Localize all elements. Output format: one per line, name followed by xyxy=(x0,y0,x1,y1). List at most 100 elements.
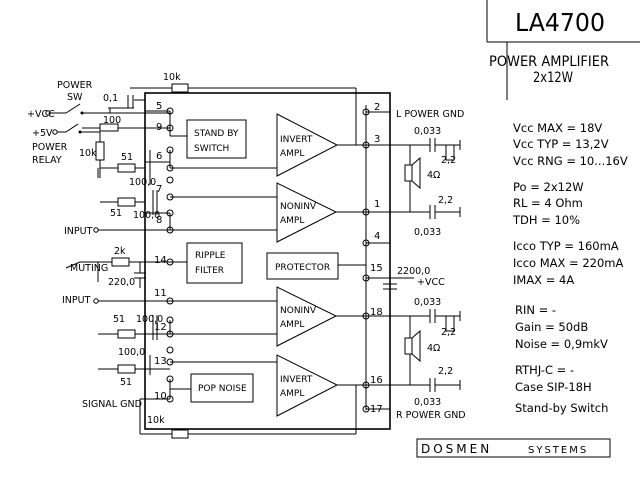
amp2-label-2: AMPL xyxy=(280,216,304,226)
pin-4: 4 xyxy=(374,231,380,242)
amp1-label-1: INVERT xyxy=(280,135,313,145)
label-spk2: 4Ω xyxy=(427,343,440,354)
label-r51-b: 51 xyxy=(110,208,122,219)
label-c033-1: 0,033 xyxy=(414,126,441,137)
pin-12: 12 xyxy=(154,322,167,333)
spec-vcc-max: Vcc MAX = 18V xyxy=(513,121,602,135)
label-vcc-out: +VCC xyxy=(417,277,445,288)
spec-noise: Noise = 0,9mkV xyxy=(515,337,608,351)
label-c033-4: 0,033 xyxy=(414,397,441,408)
label-power-relay-1: POWER xyxy=(32,142,68,153)
protector-label: PROTECTOR xyxy=(275,263,330,273)
label-power-sw-2: SW xyxy=(67,92,83,103)
amplifier-invert-bottom: INVERT AMPL xyxy=(276,354,339,417)
pin-6: 6 xyxy=(156,151,162,162)
pin-1: 1 xyxy=(374,199,380,210)
amp4-label-2: AMPL xyxy=(280,389,304,399)
label-signal-gnd: SIGNAL GND xyxy=(82,399,142,410)
amp3-label-2: AMPL xyxy=(280,320,304,330)
label-r22-3: 2,2 xyxy=(441,327,456,338)
pin-2: 2 xyxy=(374,102,380,113)
spec-vcc-rng: Vcc RNG = 10...16V xyxy=(513,154,628,168)
spec-case: Case SIP-18H xyxy=(515,380,592,394)
pin-5: 5 xyxy=(156,101,162,112)
label-r-10k-relay: 10k xyxy=(79,148,97,159)
protector-block: PROTECTOR xyxy=(266,252,339,280)
amp1-label-2: AMPL xyxy=(280,149,304,159)
title-frame: LA4700 POWER AMPLIFIER 2x12W xyxy=(486,0,640,100)
brand-footer: DOSMEN SYSTEMS xyxy=(416,438,611,458)
amplifier-invert-top: INVERT AMPL xyxy=(276,113,339,177)
pin-10: 10 xyxy=(154,391,167,402)
ripple-label-1: RIPPLE xyxy=(195,251,226,261)
popnoise-label: POP NOISE xyxy=(198,384,247,394)
external-left: 10k POWER SW +VCC 0,1 100 +5V POWER RELA… xyxy=(27,72,357,439)
chip-title: LA4700 xyxy=(515,8,605,37)
spec-po: Po = 2x12W xyxy=(513,180,584,194)
pin-14: 14 xyxy=(154,255,167,266)
label-c100-a: 100,0 xyxy=(129,177,156,188)
chip-subtitle: POWER AMPLIFIER xyxy=(489,54,609,70)
pin-11: 11 xyxy=(154,288,167,299)
label-muting: MUTING xyxy=(70,263,108,274)
label-c033-3: 0,033 xyxy=(414,297,441,308)
chip-config: 2x12W xyxy=(533,70,573,86)
brand-left: DOSMEN xyxy=(421,442,492,456)
pin-8: 8 xyxy=(156,215,162,226)
label-c-0-1: 0,1 xyxy=(103,93,118,104)
label-c100-c: 100,0 xyxy=(136,314,163,325)
label-power-sw-1: POWER xyxy=(57,80,93,91)
label-r51-c: 51 xyxy=(113,314,125,325)
pin-3: 3 xyxy=(374,134,380,145)
spec-tdh: TDH = 10% xyxy=(512,213,580,227)
standby-switch-block: STAND BY SWITCH xyxy=(186,119,247,159)
pin-16: 16 xyxy=(370,375,383,386)
pin-18: 18 xyxy=(370,307,383,318)
label-r22-2: 2,2 xyxy=(438,195,453,206)
spec-rin: RIN = - xyxy=(515,303,556,317)
standby-label-1: STAND BY xyxy=(194,129,239,139)
amplifier-noninv-top: NONINV AMPL xyxy=(276,182,338,243)
amp4-label-1: INVERT xyxy=(280,375,313,385)
spec-rl: RL = 4 Ohm xyxy=(513,196,583,210)
spec-icco-max: Icco MAX = 220mA xyxy=(513,256,623,270)
label-c033-2: 0,033 xyxy=(414,227,441,238)
label-plus5v: +5V xyxy=(32,128,53,139)
label-c2200: 2200,0 xyxy=(397,266,430,277)
label-c220: 220,0 xyxy=(108,277,135,288)
label-input-top: INPUT xyxy=(64,226,93,237)
label-r51-d: 51 xyxy=(120,377,132,388)
label-r22-1: 2,2 xyxy=(441,155,456,166)
pin-7: 7 xyxy=(156,184,162,195)
spec-imax: IMAX = 4A xyxy=(513,273,574,287)
label-r51-a: 51 xyxy=(121,152,133,163)
spec-standby: Stand-by Switch xyxy=(515,401,608,415)
standby-label-2: SWITCH xyxy=(194,144,229,154)
label-r-power-gnd: R POWER GND xyxy=(396,410,466,421)
spec-icco-typ: Icco TYP = 160mA xyxy=(513,239,619,253)
pin-15: 15 xyxy=(370,263,383,274)
label-c100-b: 100,0 xyxy=(133,210,160,221)
amplifier-noninv-bottom: NONINV AMPL xyxy=(276,286,338,347)
spec-gain: Gain = 50dB xyxy=(515,320,588,334)
label-r-2k: 2k xyxy=(114,246,126,257)
amp3-label-1: NONINV xyxy=(280,306,317,316)
pop-noise-block: POP NOISE xyxy=(190,373,254,403)
ripple-filter-block: RIPPLE FILTER xyxy=(186,242,243,284)
label-power-relay-2: RELAY xyxy=(32,155,62,166)
spec-list: Vcc MAX = 18V Vcc TYP = 13,2V Vcc RNG = … xyxy=(512,121,628,415)
spec-vcc-typ: Vcc TYP = 13,2V xyxy=(513,137,609,151)
label-r-top: 10k xyxy=(163,72,181,83)
label-r-bottom: 10k xyxy=(147,415,165,426)
ripple-label-2: FILTER xyxy=(195,266,224,276)
label-vcc-in: +VCC xyxy=(27,109,55,120)
label-r22-4: 2,2 xyxy=(438,366,453,377)
external-right: L POWER GND R POWER GND 0,033 2,2 4Ω 2,2… xyxy=(366,109,466,421)
brand-right: SYSTEMS xyxy=(528,445,588,456)
spec-rthj: RTHJ-C = - xyxy=(515,363,574,377)
pin-13: 13 xyxy=(154,356,167,367)
label-c100-d: 100,0 xyxy=(118,347,145,358)
amp2-label-1: NONINV xyxy=(280,202,317,212)
label-r-100: 100 xyxy=(103,115,121,126)
